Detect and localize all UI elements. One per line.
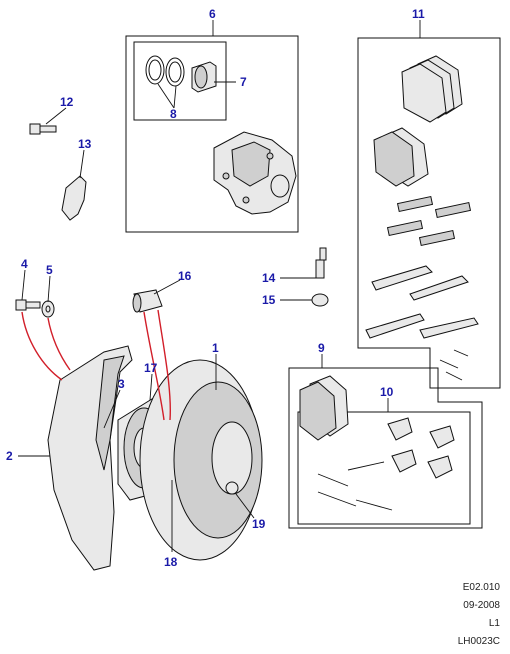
pad-pin-kit-box [357,37,501,389]
leader-lines [18,20,421,552]
brake-pad-set-top [401,55,463,123]
callout-18: 18 [164,555,178,569]
caliper-bracket [61,175,87,221]
callout-5: 5 [46,263,53,277]
callout-10: 10 [380,385,394,399]
hub-sleeve [132,289,163,313]
callout-16: 16 [178,269,192,283]
dust-cap [311,293,329,307]
seal-kit-box [133,41,227,121]
pad-retaining-pins [317,461,393,511]
callout-17: 17 [144,361,158,375]
pad-kit-box [288,367,483,529]
callout-1: 1 [212,341,219,355]
piston-seal-set [145,55,185,87]
bleed-screw [315,247,327,279]
callout-19: 19 [252,517,266,531]
link-line-bolt [21,311,63,381]
callout-6: 6 [209,7,216,21]
callout-9: 9 [318,341,325,355]
link-line-sleeve-a [143,311,165,421]
guide-pins [365,265,479,339]
brake-pad-set-middle [373,127,429,187]
anti-rattle-springs [386,195,472,247]
reference-level: L1 [488,618,500,629]
brake-pad-set-lower [299,375,349,441]
callout-13: 13 [78,137,92,151]
callout-11: 11 [412,7,425,21]
callout-14: 14 [262,271,276,285]
shield-bolt [15,299,41,311]
fitting-kit-box [297,411,471,525]
callout-8: 8 [170,107,177,121]
pad-retaining-clips [387,417,455,479]
caliper-kit-box [125,35,299,233]
callout-4: 4 [21,257,28,271]
brake-caliper [213,131,297,215]
reference-code: E02.010 [462,582,500,593]
callout-12: 12 [60,95,74,109]
link-line-sleeve-b [157,309,172,421]
callout-15: 15 [262,293,276,307]
callout-3: 3 [118,377,125,391]
reference-date: 09-2008 [463,600,500,611]
link-line-washer [47,317,71,371]
small-bolts [439,349,469,381]
washer [41,300,55,318]
caliper-bolt [29,123,57,135]
callout-2: 2 [6,449,13,463]
caliper-piston [191,61,217,93]
reference-illustration-id: LH0023C [457,636,500,647]
callout-7: 7 [240,75,247,89]
